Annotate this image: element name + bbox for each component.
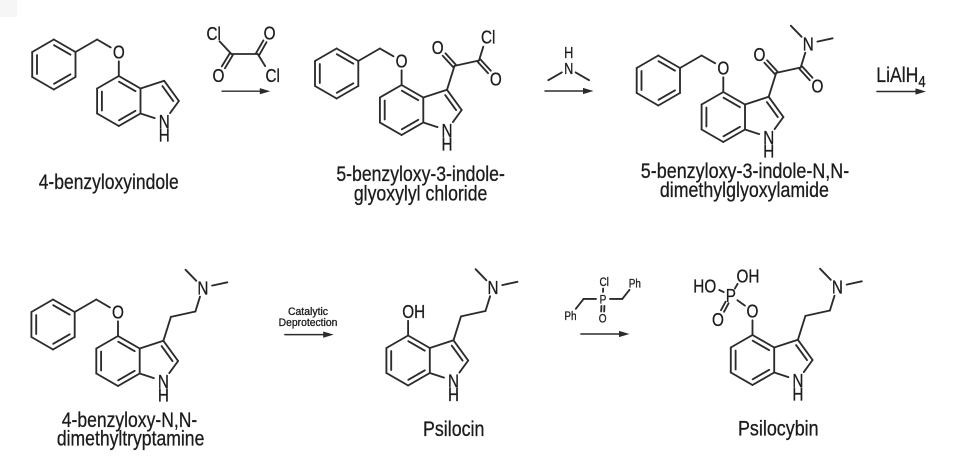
svg-text:Ph: Ph (629, 277, 641, 291)
svg-text:Cl: Cl (207, 23, 221, 44)
svg-text:Cl: Cl (600, 275, 609, 289)
svg-text:H: H (159, 125, 170, 146)
svg-text:N: N (159, 111, 170, 132)
svg-text:glyoxylyl chloride: glyoxylyl chloride (354, 182, 488, 206)
svg-text:H: H (442, 134, 453, 155)
svg-text:H: H (158, 385, 169, 406)
svg-text:N: N (158, 371, 169, 392)
svg-text:O: O (599, 311, 607, 325)
svg-text:O: O (432, 37, 444, 58)
svg-text:N: N (448, 370, 459, 391)
svg-text:O: O (213, 65, 225, 86)
svg-text:O: O (112, 302, 124, 323)
svg-text:Psilocin: Psilocin (423, 417, 484, 441)
svg-text:O: O (113, 42, 125, 63)
svg-text:Cl: Cl (266, 65, 280, 86)
svg-text:4-benzyloxyindole: 4-benzyloxyindole (39, 170, 179, 194)
svg-text:H: H (763, 141, 774, 162)
svg-text:O: O (812, 76, 824, 97)
svg-text:P: P (600, 292, 607, 306)
svg-text:O: O (753, 44, 765, 65)
svg-text:O: O (747, 301, 759, 322)
svg-text:N: N (763, 127, 774, 148)
svg-text:N: N (564, 61, 573, 78)
svg-text:N: N (197, 277, 208, 298)
svg-text:Ph: Ph (564, 309, 576, 323)
svg-text:N: N (832, 276, 843, 297)
svg-text:OH: OH (402, 301, 425, 322)
svg-text:P: P (726, 285, 736, 306)
svg-text:O: O (490, 69, 502, 90)
svg-text:5-benzyloxy-3-indole-: 5-benzyloxy-3-indole- (336, 162, 505, 186)
svg-text:O: O (717, 58, 729, 79)
svg-text:Psilocybin: Psilocybin (738, 417, 819, 441)
svg-text:N: N (442, 120, 453, 141)
svg-text:O: O (712, 309, 724, 330)
svg-text:O: O (396, 51, 408, 72)
svg-text:O: O (264, 23, 276, 44)
svg-text:H: H (792, 384, 803, 405)
svg-text:H: H (448, 384, 459, 405)
svg-text:HO: HO (693, 275, 716, 296)
svg-text:OH: OH (737, 265, 760, 286)
svg-text:N: N (792, 370, 803, 391)
svg-text:4-benzyloxy-N,N-: 4-benzyloxy-N,N- (62, 408, 198, 432)
svg-text:Cl: Cl (481, 26, 495, 47)
svg-text:Catalytic: Catalytic (288, 306, 329, 318)
svg-text:5-benzyloxy-3-indole-N,N-: 5-benzyloxy-3-indole-N,N- (641, 159, 849, 183)
svg-text:dimethylglyoxylamide: dimethylglyoxylamide (660, 178, 829, 202)
svg-text:4: 4 (918, 74, 925, 91)
svg-text:H: H (564, 45, 573, 62)
svg-text:N: N (803, 33, 814, 54)
svg-text:Deprotection: Deprotection (279, 317, 338, 329)
svg-text:N: N (488, 277, 499, 298)
svg-text:dimethyltryptamine: dimethyltryptamine (57, 427, 205, 451)
svg-text:LiAlH: LiAlH (876, 63, 918, 87)
